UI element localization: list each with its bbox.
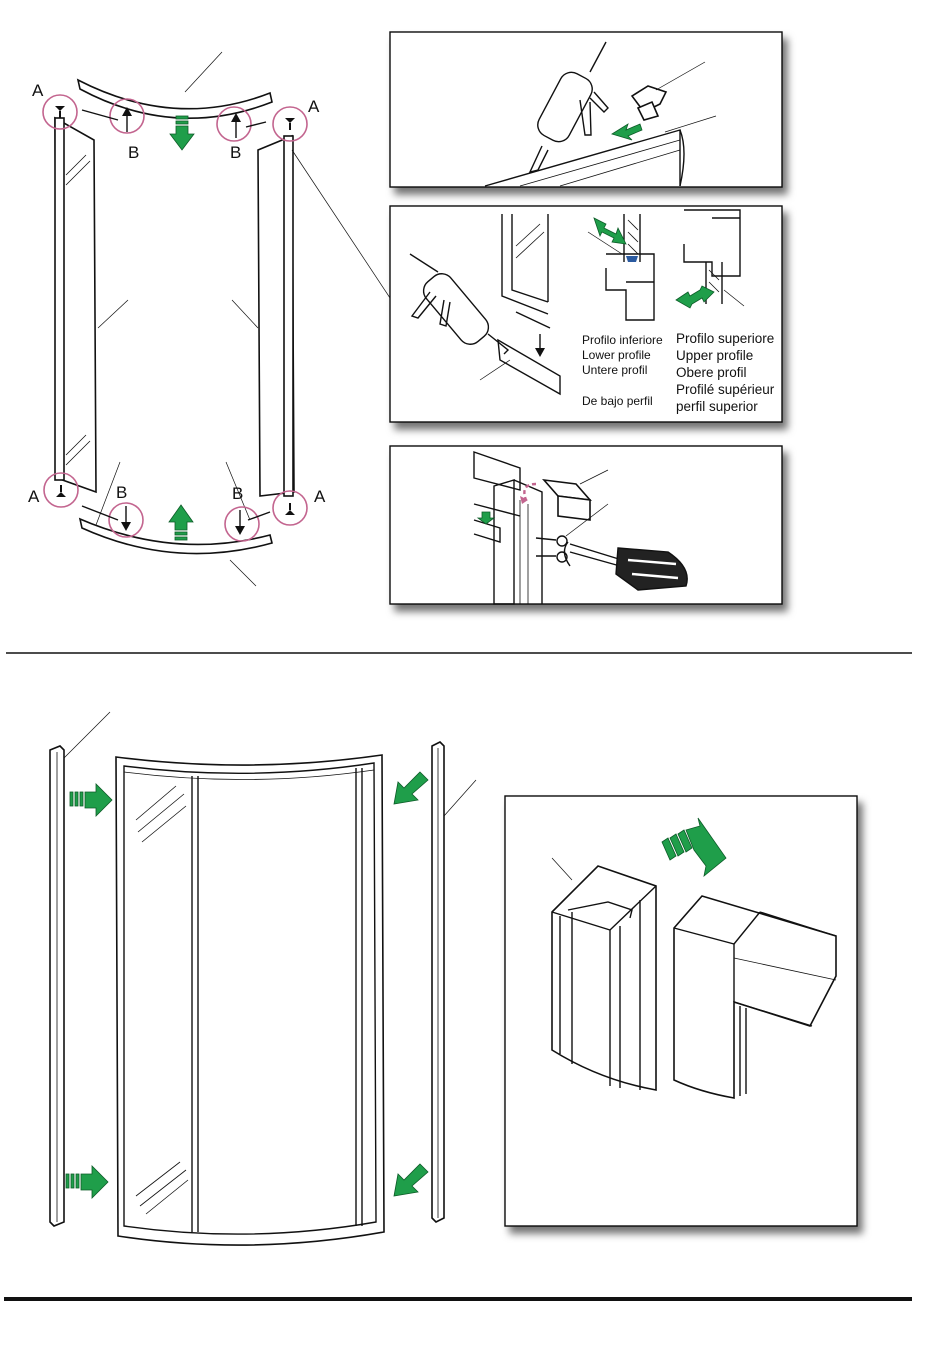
lower-profile-caption: Untere profil xyxy=(582,363,647,377)
upper-profile-caption: Obere profil xyxy=(676,365,747,380)
upper-profile-caption: Upper profile xyxy=(676,348,753,363)
label-a: A xyxy=(28,487,40,506)
step2-assembled-enclosure xyxy=(50,712,476,1245)
label-b: B xyxy=(128,143,139,162)
lower-profile-caption: Lower profile xyxy=(582,348,651,362)
detail-box-screw-fixing xyxy=(390,446,782,604)
section-divider xyxy=(4,1297,912,1301)
upper-profile-caption: Profilé supérieur xyxy=(676,382,775,397)
label-b: B xyxy=(116,483,127,502)
top-curved-profile xyxy=(78,80,272,118)
left-fixed-panel xyxy=(55,118,128,492)
left-wall-profile xyxy=(50,746,64,1226)
label-a: A xyxy=(314,487,326,506)
label-b: B xyxy=(232,484,243,503)
right-wall-profile xyxy=(432,742,444,1222)
lower-profile-caption: Profilo inferiore xyxy=(582,333,663,347)
lower-profile-caption: De bajo perfil xyxy=(582,394,653,408)
label-a: A xyxy=(308,97,320,116)
curved-door-frame xyxy=(116,755,384,1245)
push-arrow-icon xyxy=(169,116,194,540)
right-fixed-panel xyxy=(226,136,398,520)
label-b: B xyxy=(230,143,241,162)
detail-box-corner-profile xyxy=(505,796,857,1226)
upper-profile-caption: Profilo superiore xyxy=(676,331,774,346)
step1-exploded-view: A A A A B B B B xyxy=(28,52,398,586)
detail-box-profile-sections: Profilo inferiore Lower profile Untere p… xyxy=(390,206,782,422)
screw-b-markers xyxy=(82,99,270,541)
detail-box-sealant-profile xyxy=(390,32,782,187)
label-a: A xyxy=(32,81,44,100)
upper-profile-caption: perfil superior xyxy=(676,399,758,414)
